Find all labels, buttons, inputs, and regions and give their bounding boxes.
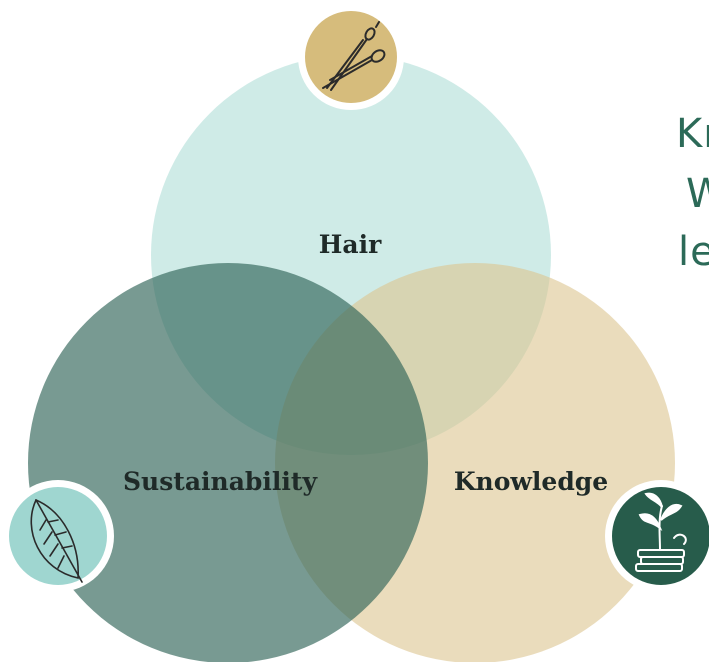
sustainability-circle bbox=[28, 263, 428, 662]
scissors-icon bbox=[322, 21, 386, 91]
sustainability-label: Sustainability bbox=[123, 467, 318, 496]
scissors-badge bbox=[298, 4, 404, 110]
side-text-line-1: Kn bbox=[676, 111, 709, 157]
leaf-badge bbox=[2, 480, 114, 592]
hair-label: Hair bbox=[319, 230, 382, 259]
seedling-badge bbox=[605, 480, 709, 592]
side-text-line-3: le bbox=[678, 229, 709, 275]
leaf-icon bbox=[30, 498, 83, 583]
side-text-line-2: W bbox=[686, 171, 709, 217]
knowledge-label: Knowledge bbox=[454, 467, 608, 496]
seedling-books-icon bbox=[635, 492, 687, 572]
